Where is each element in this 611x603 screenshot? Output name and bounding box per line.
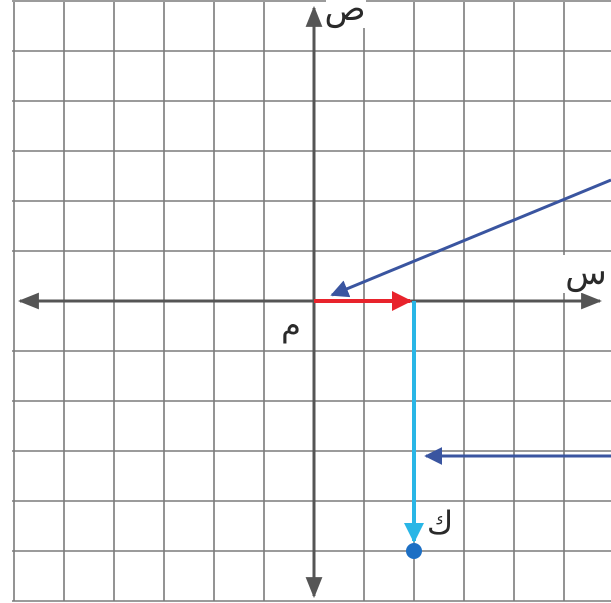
point-label: ك [427, 504, 453, 542]
origin-label-backdrop [278, 306, 306, 344]
x-axis-label-backdrop [560, 255, 611, 293]
x-axis-label: س [565, 253, 607, 293]
grid-lines [12, 0, 611, 602]
origin-label: م [281, 306, 301, 344]
point-label-backdrop [424, 505, 456, 543]
y-axis-label: ص [324, 0, 365, 29]
pointer-arrow-to-origin [330, 178, 611, 298]
y-axis-label-backdrop [326, 0, 366, 28]
point-k [406, 543, 422, 559]
